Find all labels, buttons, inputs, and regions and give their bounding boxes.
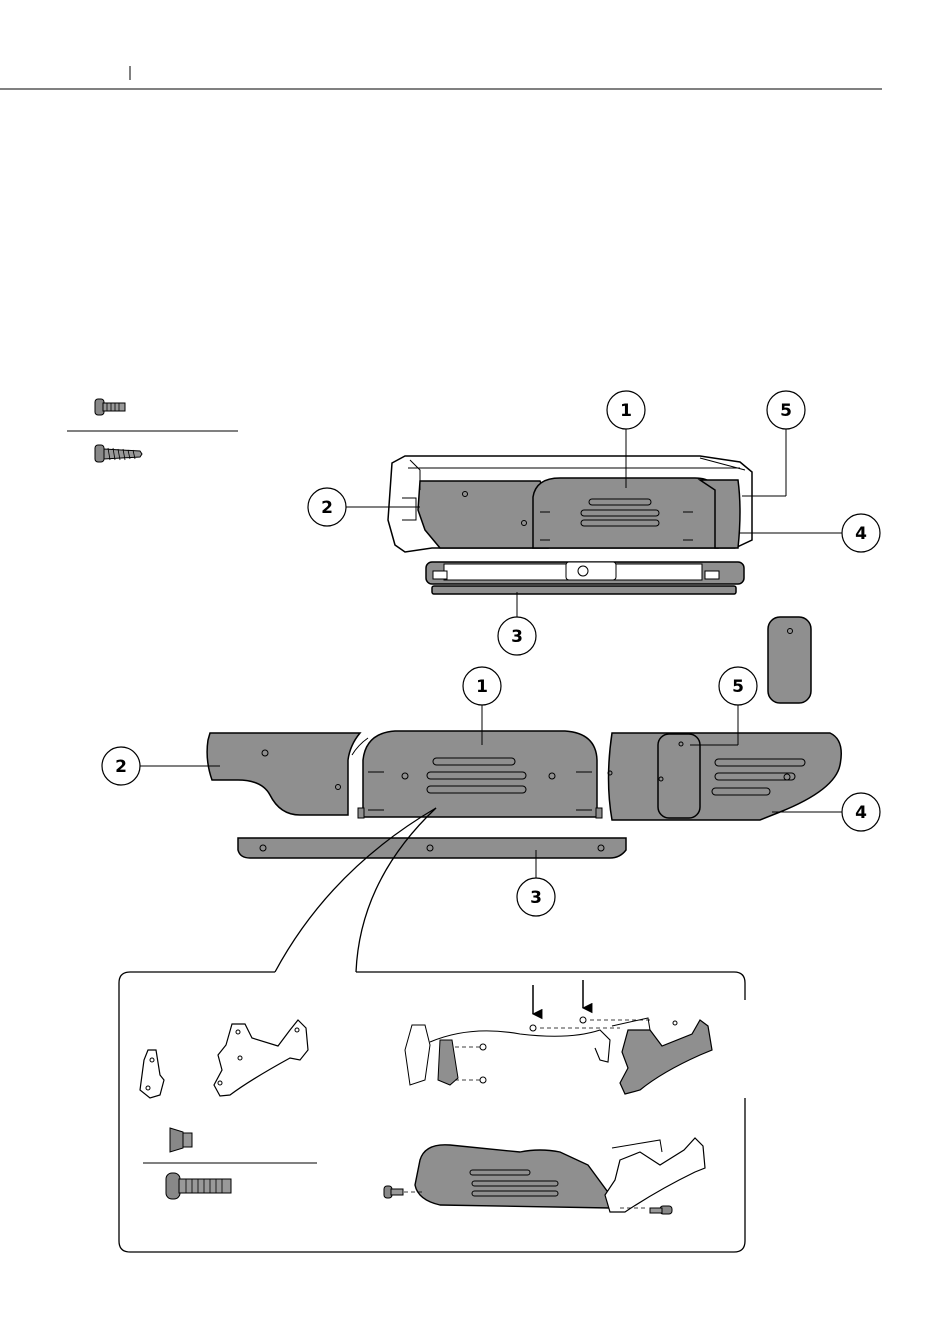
callout-5-middle: 5 xyxy=(719,667,757,705)
callout-2-middle: 2 xyxy=(102,747,140,785)
svg-text:5: 5 xyxy=(732,677,744,697)
page-header xyxy=(0,66,882,89)
svg-text:4: 4 xyxy=(855,524,867,544)
svg-text:3: 3 xyxy=(511,627,523,647)
side-cover-2-exploded xyxy=(207,733,360,815)
callout-1-top: 1 xyxy=(607,391,645,429)
svg-text:1: 1 xyxy=(476,677,488,697)
callout-5-top: 5 xyxy=(767,391,805,429)
bottom-strip-3 xyxy=(432,586,736,594)
cover-mount-step xyxy=(384,1138,705,1214)
side-bolt xyxy=(384,1186,403,1198)
callout-3-top: 3 xyxy=(498,617,536,655)
callout-3-middle: 3 xyxy=(517,878,555,916)
side-cover-1 xyxy=(533,478,718,548)
svg-text:1: 1 xyxy=(620,401,632,421)
tapping-screw-icon xyxy=(95,445,142,462)
svg-text:2: 2 xyxy=(321,498,333,518)
button-head-bolt-icon xyxy=(166,1173,231,1199)
side-cover-4-exploded xyxy=(609,733,842,820)
detail-leader xyxy=(275,808,436,972)
svg-text:2: 2 xyxy=(115,757,127,777)
svg-text:5: 5 xyxy=(780,401,792,421)
detail-box xyxy=(119,972,745,1252)
callout-1-middle: 1 xyxy=(463,667,501,705)
bracket-assembly-step xyxy=(405,980,712,1094)
large-bracket xyxy=(214,1020,308,1096)
callout-2-top: 2 xyxy=(308,488,346,526)
flat-head-screw-icon xyxy=(170,1128,192,1152)
svg-text:3: 3 xyxy=(530,888,542,908)
assembled-seat-view xyxy=(388,456,752,594)
bottom-strip-3-exploded xyxy=(238,838,626,858)
pad-5-loose xyxy=(768,617,811,703)
small-bracket xyxy=(140,1050,164,1098)
pad-5-mounted xyxy=(658,734,700,818)
hardware-legend-top xyxy=(67,399,238,462)
bottom-bolt xyxy=(650,1206,672,1214)
svg-text:4: 4 xyxy=(855,803,867,823)
callout-4-top: 4 xyxy=(842,514,880,552)
callout-4-middle: 4 xyxy=(842,793,880,831)
machine-screw-icon xyxy=(95,399,125,415)
side-cover-2 xyxy=(418,481,548,548)
side-cover-1-exploded xyxy=(363,731,597,817)
